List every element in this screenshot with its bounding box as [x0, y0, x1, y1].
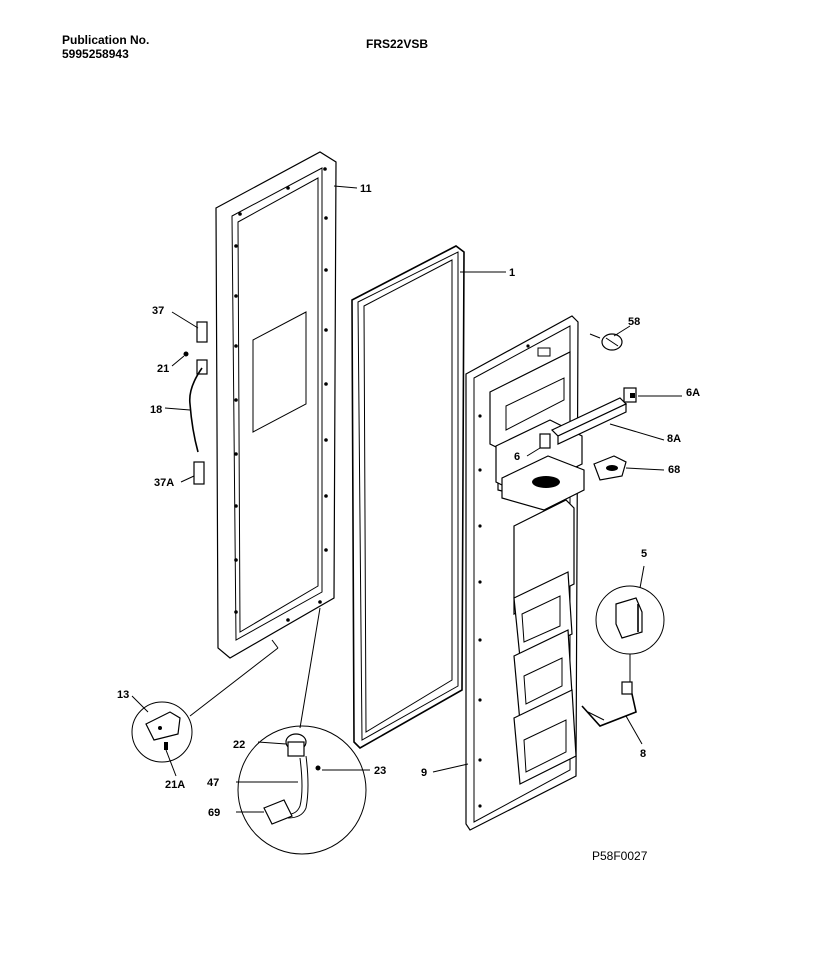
detail-circle-5: [595, 565, 665, 684]
callout-47: 47: [207, 777, 219, 789]
callout-8: 8: [640, 748, 646, 760]
door-outer-panel: [215, 151, 358, 659]
actuator-68: [593, 455, 665, 481]
detail-circle-light: [236, 607, 370, 855]
callout-5: 5: [641, 548, 647, 560]
publication-number: 5995258943: [62, 47, 129, 61]
callout-58: 58: [628, 316, 640, 328]
callout-13: 13: [117, 689, 129, 701]
callout-9: 9: [421, 767, 427, 779]
callout-8A: 8A: [667, 433, 681, 445]
detail-circle-13: [131, 639, 279, 777]
callout-18: 18: [150, 404, 162, 416]
handle-parts: [164, 311, 208, 485]
callout-22: 22: [233, 739, 245, 751]
trim-bar-8A: [550, 397, 665, 445]
callout-21: 21: [157, 363, 169, 375]
callout-21A: 21A: [165, 779, 185, 791]
publication-label: Publication No.: [62, 33, 150, 47]
drawing-id: P58F0027: [592, 849, 648, 863]
callout-1: 1: [509, 267, 515, 279]
callout-69: 69: [208, 807, 220, 819]
callout-6A: 6A: [686, 387, 700, 399]
screw-58: [589, 325, 631, 351]
clip-6A: [623, 387, 682, 403]
callout-68: 68: [668, 464, 680, 476]
model-number: FRS22VSB: [366, 37, 429, 51]
callout-23: 23: [374, 765, 386, 777]
callout-37: 37: [152, 305, 164, 317]
dispenser-panel: [432, 315, 585, 831]
part-6: [526, 433, 551, 457]
callout-11: 11: [360, 183, 372, 195]
bracket-8: [581, 681, 643, 745]
callout-6: 6: [514, 451, 520, 463]
callout-labels: 11 1 37 21 18 37A 58 6A 8A 6 68 5 8 13 2…: [117, 183, 700, 819]
door-gasket: [351, 245, 506, 749]
callout-37A: 37A: [154, 477, 174, 489]
